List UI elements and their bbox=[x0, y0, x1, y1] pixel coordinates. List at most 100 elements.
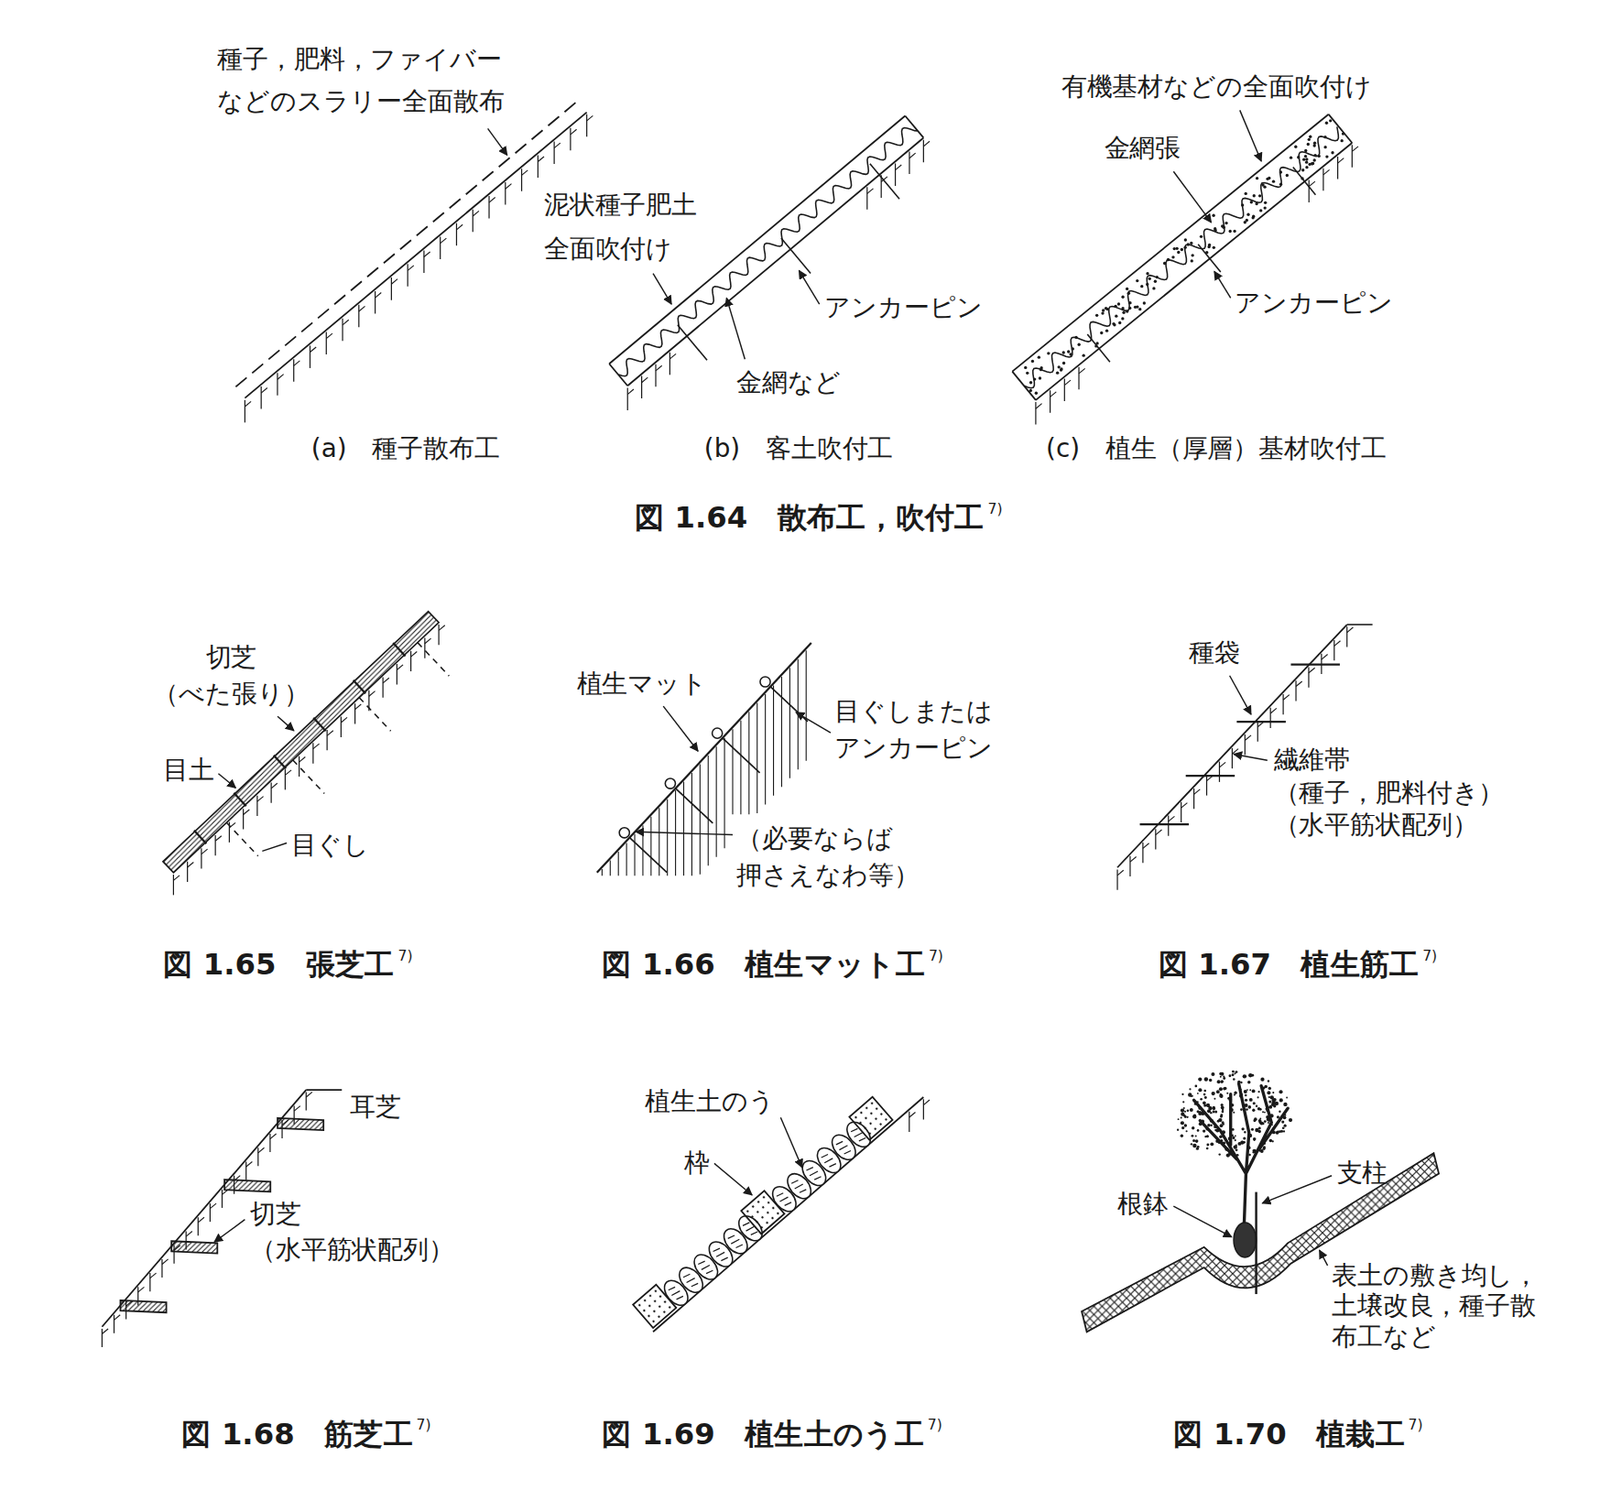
foliage-dot bbox=[1214, 1110, 1218, 1113]
ground-hatch bbox=[1050, 391, 1057, 398]
turf-joint bbox=[194, 830, 207, 844]
ground-hatch bbox=[201, 848, 208, 855]
foliage-dot bbox=[1177, 1118, 1180, 1121]
ground-hatch bbox=[440, 238, 447, 244]
callout-label: (a) 種子散布工 bbox=[311, 428, 501, 470]
label-line: アンカーピン bbox=[834, 729, 993, 767]
foliage-dot bbox=[1212, 1106, 1216, 1110]
substrate-dot bbox=[1101, 308, 1105, 312]
substrate-dot bbox=[1173, 247, 1176, 251]
ground-hatch bbox=[197, 1217, 199, 1236]
leader-arrow bbox=[1173, 1206, 1232, 1237]
turf-joint bbox=[392, 642, 405, 656]
foliage-dot bbox=[1220, 1079, 1224, 1083]
substrate-dot bbox=[1328, 119, 1332, 122]
ground-hatch bbox=[298, 756, 300, 777]
soil-bag-seam bbox=[682, 1272, 699, 1289]
substrate-dot bbox=[1189, 241, 1193, 245]
ground-hatch bbox=[923, 1099, 930, 1106]
foliage-dot bbox=[1226, 1092, 1229, 1095]
ground-hatch bbox=[866, 186, 868, 210]
figure-caption: 図 1.67 植生筋工 bbox=[1158, 944, 1420, 986]
foliage-dot bbox=[1272, 1091, 1274, 1094]
foliage-dot bbox=[1217, 1120, 1220, 1123]
root-ball bbox=[1233, 1222, 1257, 1258]
soil-bag-seam bbox=[712, 1246, 730, 1263]
substrate-dot bbox=[1301, 168, 1305, 172]
substrate-dot bbox=[1099, 331, 1103, 335]
ground-hatch bbox=[209, 1203, 211, 1222]
ground-hatch bbox=[627, 387, 629, 411]
ground-hatch bbox=[1142, 843, 1150, 849]
label-line: 表土の敷き均し， bbox=[1331, 1260, 1539, 1291]
label-line: 繊維帯 bbox=[1273, 743, 1505, 777]
substrate-dot bbox=[1062, 350, 1066, 354]
ground-hatch bbox=[113, 1315, 115, 1334]
ground-hatch bbox=[881, 176, 888, 183]
ground-hatch bbox=[655, 365, 663, 371]
substrate-dot bbox=[1145, 272, 1149, 275]
foliage-dot bbox=[1186, 1130, 1188, 1132]
ground-hatch bbox=[257, 796, 264, 803]
foliage-dot bbox=[1212, 1110, 1216, 1114]
foliage-dot bbox=[1197, 1110, 1200, 1113]
ground-hatch bbox=[369, 691, 376, 697]
ground-hatch bbox=[299, 756, 306, 762]
foliage-dot bbox=[1240, 1127, 1244, 1131]
foliage-dot bbox=[1198, 1088, 1202, 1092]
ground-hatch bbox=[1295, 680, 1296, 701]
ground-hatch bbox=[805, 650, 807, 761]
reference-mark: 7) bbox=[988, 500, 1003, 517]
substrate-dot bbox=[1175, 247, 1178, 251]
substrate-dot bbox=[1251, 216, 1254, 219]
ground-hatch bbox=[382, 677, 390, 684]
callout-label: 金網張 bbox=[1104, 127, 1182, 169]
foliage-dot bbox=[1243, 1089, 1248, 1094]
leader-arrow bbox=[663, 706, 698, 752]
foliage-dot bbox=[1231, 1073, 1235, 1077]
ground-hatch bbox=[908, 1111, 910, 1132]
substrate-dot bbox=[1258, 194, 1262, 197]
foliage-dot bbox=[1232, 1077, 1236, 1081]
substrate-dot bbox=[1066, 349, 1070, 353]
ground-hatch bbox=[375, 293, 382, 299]
leader-arrow bbox=[726, 297, 745, 360]
foliage-dot bbox=[1186, 1116, 1188, 1119]
ground-hatch bbox=[257, 1147, 259, 1166]
ground-hatch bbox=[626, 842, 628, 876]
substrate-dot bbox=[1153, 280, 1157, 283]
substrate-dot bbox=[1263, 201, 1267, 205]
ground-hatch bbox=[424, 637, 425, 658]
substrate-dot bbox=[1244, 192, 1248, 196]
ground-hatch bbox=[209, 1203, 217, 1209]
foliage-dot bbox=[1206, 1143, 1209, 1147]
ground-hatch bbox=[537, 156, 545, 163]
foliage-dot bbox=[1197, 1077, 1202, 1082]
callout-label: 種子，肥料，ファイバー などのスラリー全面散布 bbox=[217, 37, 504, 124]
figure-caption: 図 1.69 植生土のう工 bbox=[601, 1413, 925, 1455]
substrate-dot bbox=[1037, 355, 1041, 359]
ground-hatch bbox=[554, 141, 556, 165]
foliage-dot bbox=[1283, 1102, 1287, 1107]
substrate-dot bbox=[1305, 165, 1308, 169]
anchor-pin bbox=[629, 838, 667, 873]
substrate-dot bbox=[1340, 139, 1344, 142]
ground-hatch bbox=[1308, 181, 1316, 187]
substrate-dot bbox=[1311, 162, 1315, 165]
leader-arrow bbox=[1173, 171, 1211, 223]
substrate-dot bbox=[1252, 194, 1256, 197]
ground-hatch bbox=[185, 1230, 193, 1237]
substrate-dot bbox=[1184, 238, 1187, 241]
ground-hatch bbox=[354, 703, 356, 724]
callout-label: 繊維帯 （種子，肥料付き） （水平筋状配列） bbox=[1273, 743, 1505, 842]
substrate-dot bbox=[1313, 158, 1317, 162]
ground-hatch bbox=[691, 772, 693, 876]
callout-label: 切芝 （水平筋状配列） bbox=[250, 1196, 455, 1268]
substrate-dot bbox=[1272, 179, 1275, 183]
ground-hatch bbox=[756, 703, 758, 814]
ground-hatch bbox=[423, 250, 425, 273]
substrate-dot bbox=[1307, 138, 1311, 142]
ground-hatch bbox=[472, 209, 474, 233]
substrate-dot bbox=[1023, 366, 1027, 370]
foliage-dot bbox=[1235, 1148, 1239, 1152]
